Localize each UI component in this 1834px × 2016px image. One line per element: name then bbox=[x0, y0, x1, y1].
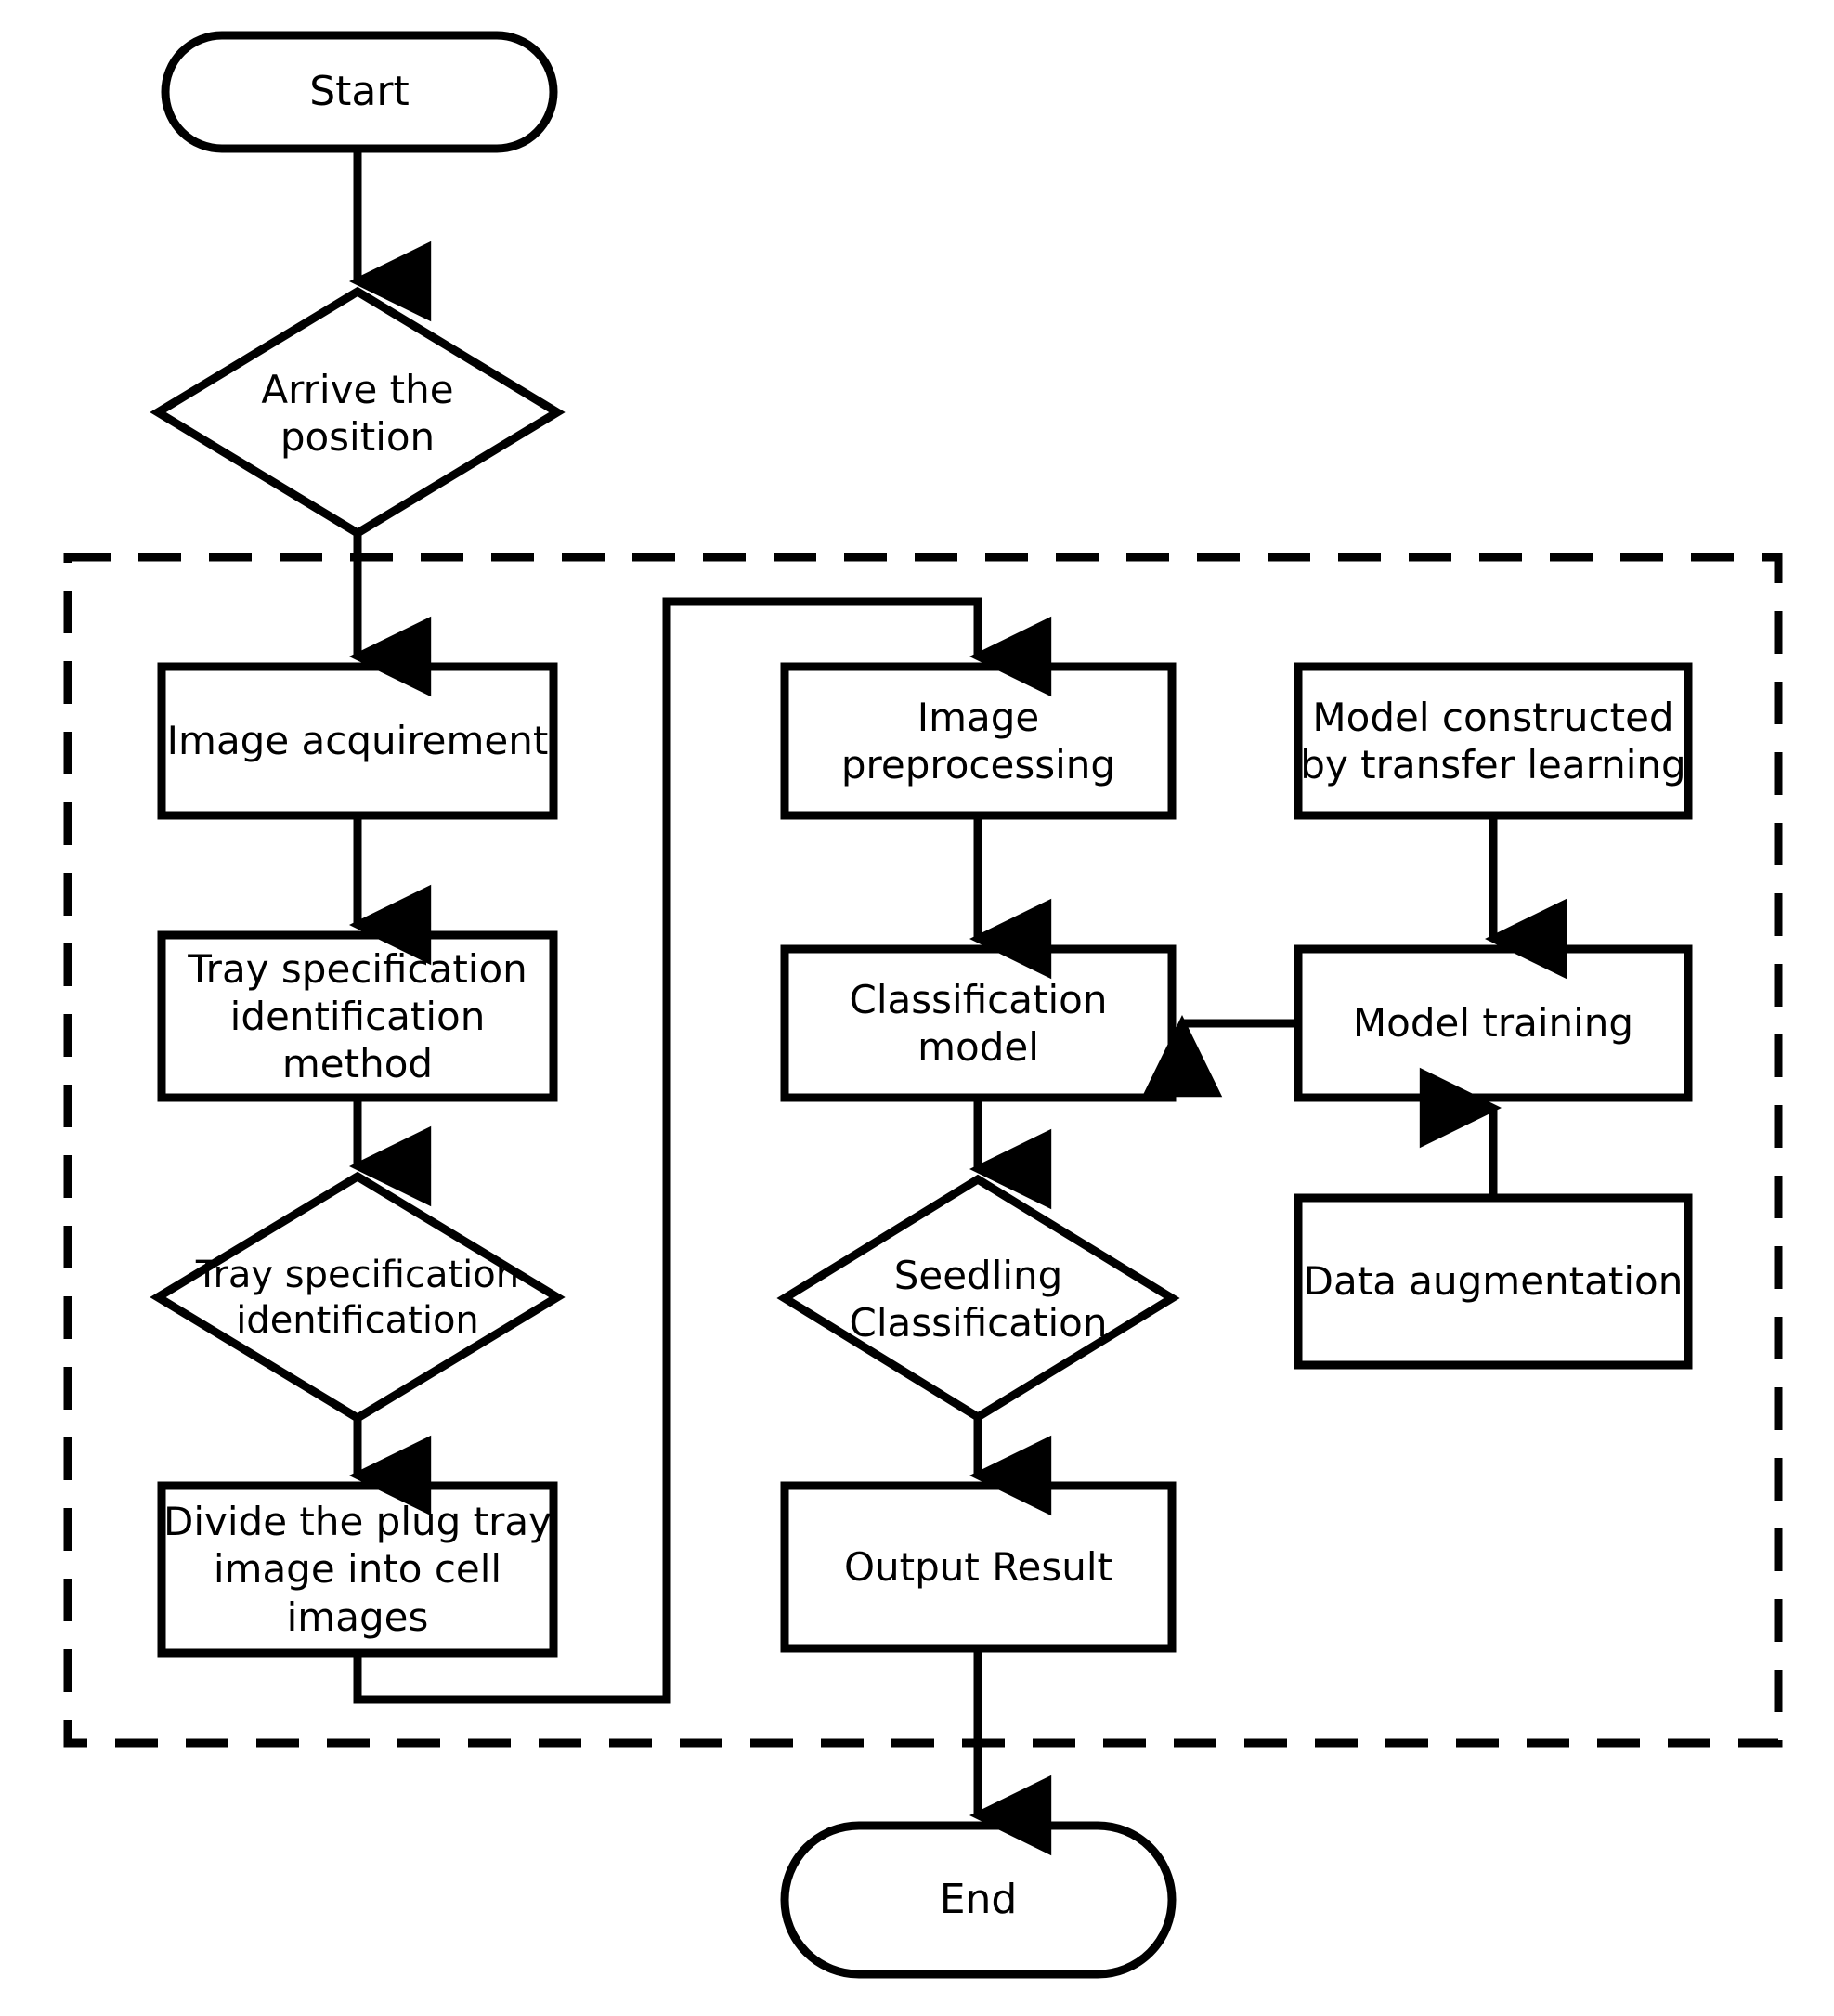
image-acquirement-shape[interactable] bbox=[157, 662, 558, 820]
divide-tray-shape[interactable] bbox=[157, 1481, 558, 1658]
output-result-shape[interactable] bbox=[780, 1481, 1177, 1653]
model-training-shape[interactable] bbox=[1294, 944, 1693, 1102]
tray-spec-identification-decision-shape[interactable] bbox=[150, 1171, 566, 1424]
image-preprocessing-shape[interactable] bbox=[780, 662, 1177, 820]
end-terminator-shape[interactable] bbox=[780, 1821, 1177, 1979]
tray-spec-method-shape[interactable] bbox=[157, 930, 558, 1102]
model-constructed-shape[interactable] bbox=[1294, 662, 1693, 820]
classification-model-shape[interactable] bbox=[780, 944, 1177, 1102]
arrive-position-decision-shape[interactable] bbox=[150, 286, 566, 539]
start-terminator-shape[interactable] bbox=[161, 31, 558, 153]
edge-divide-to-preprocessing bbox=[353, 597, 1052, 1704]
seedling-classification-decision-shape[interactable] bbox=[776, 1174, 1180, 1423]
pipeline-group-boundary bbox=[63, 553, 1783, 1748]
data-augmentation-shape[interactable] bbox=[1294, 1193, 1693, 1370]
